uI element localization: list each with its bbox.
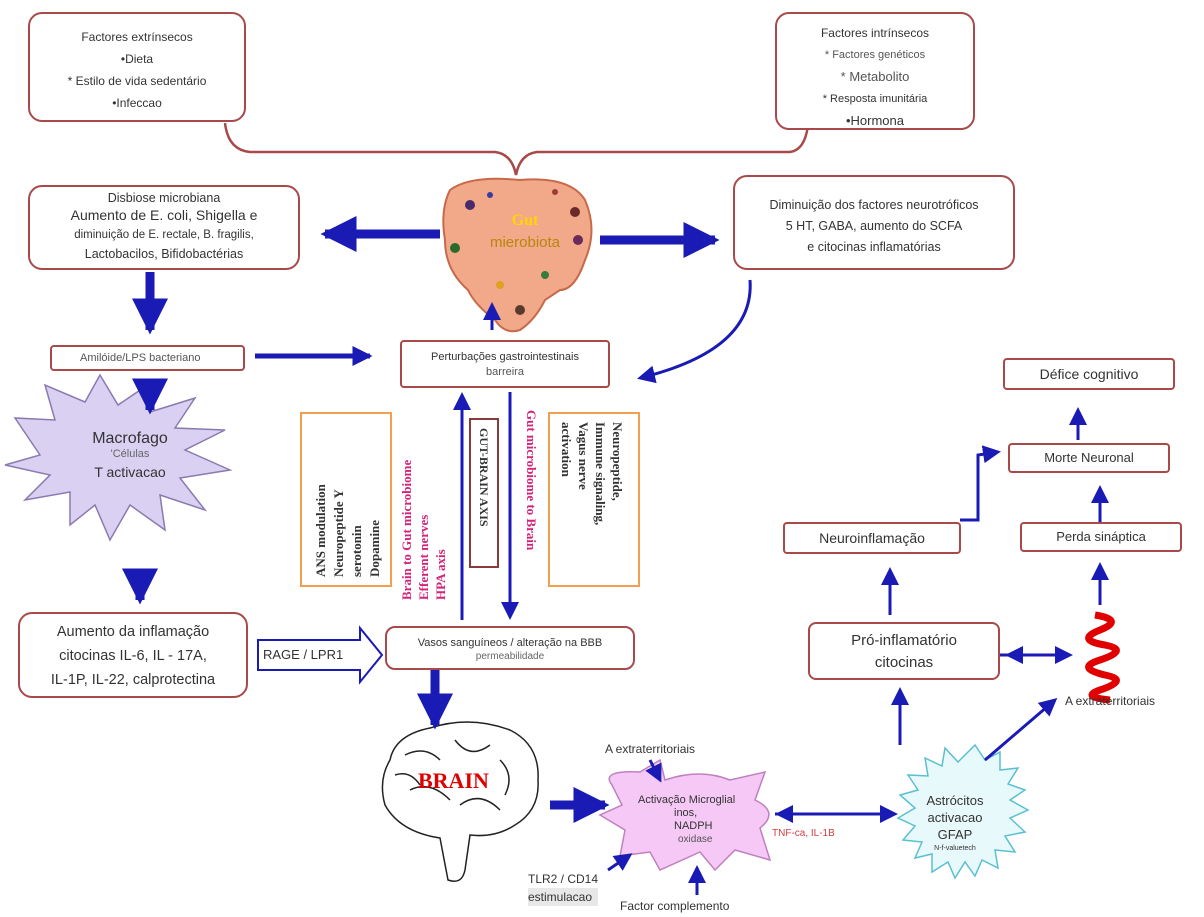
inflammation-box: Aumento da inflamação citocinas IL-6, IL… [18, 612, 248, 698]
dysbiosis-line: Aumento de E. coli, Shigella e [70, 207, 258, 223]
deficit-label: Défice cognitivo [1039, 366, 1139, 382]
astro-line1: Astrócitos [926, 793, 984, 808]
neuro-line: Neuropeptide, [610, 422, 625, 501]
astro-line3: GFAP [937, 827, 973, 842]
macrophage-label: Macrofago 'Células T activacao [60, 430, 200, 480]
brain-to-gut-text: Brain to Gut microbiome Efferent nerves … [398, 400, 449, 600]
factors-bracket [223, 122, 810, 176]
neuroinflammation-box: Neuroinflamação [783, 522, 961, 554]
intrinsic-item: •Hormona [845, 113, 905, 128]
gut-brain-axis-box [469, 418, 499, 568]
gut-brain-axis-label: GUT-BRAIN AXIS [477, 428, 491, 527]
neuro-line: Vagus nerve [576, 422, 591, 490]
b2g-line: Efferent nerves [416, 514, 431, 600]
synaptic-label: Perda sináptica [1056, 529, 1146, 544]
ans-line: ANS modulation [313, 484, 328, 577]
neuronal-death-box: Morte Neuronal [1008, 443, 1170, 473]
b2g-line: HPA axis [433, 549, 448, 600]
brain-image [381, 721, 539, 882]
microglia-line1: Activação Microglial [638, 794, 736, 806]
dysbiosis-line: Lactobacilos, Bifidobactérias [84, 247, 244, 261]
neuroinflam-label: Neuroinflamação [819, 530, 925, 546]
tlr-line2: estimulacao [528, 888, 599, 906]
tnf-label: TNF-ca, IL-1B [772, 828, 835, 839]
synaptic-loss-box: Perda sináptica [1020, 522, 1182, 552]
death-label: Morte Neuronal [1044, 450, 1134, 465]
cognitive-deficit-box: Défice cognitivo [1003, 358, 1175, 390]
proinflammatory-box: Pró-inflamatório citocinas [808, 622, 1000, 680]
complement-label: Factor complemento [620, 899, 730, 913]
macrophage-line2: 'Células [110, 448, 150, 460]
a-extraterritoriais-label: A extraterritoriais [605, 742, 696, 756]
a-extraterritoriais-label-2: A extraterritoriais [1065, 694, 1156, 708]
dysbiosis-line: diminuição de E. rectale, B. fragilis, [74, 229, 254, 241]
astrocyte-burst [896, 743, 1030, 880]
astro-line4: N-f-valuetech [934, 845, 976, 852]
gi-barrier-banner: Perturbações gastrointestinais barreira [400, 340, 610, 388]
synaptic-squiggle [1085, 611, 1120, 704]
neurotrophic-line: 5 HT, GABA, aumento do SCFA [785, 219, 963, 233]
inflammation-line: citocinas IL-6, IL - 17A, [59, 648, 207, 664]
vessels-line2: permeabilidade [475, 651, 545, 662]
gut-microbiota-image [442, 177, 593, 333]
rage-label: RAGE / LPR1 [263, 647, 344, 662]
inflammation-line: IL-1P, IL-22, calprotectina [50, 672, 216, 688]
gi-line1: Perturbações gastrointestinais [431, 351, 579, 363]
neurotrophic-box: Diminuição dos factores neurotróficos 5 … [733, 175, 1015, 270]
microglia-label: Activação Microglial inos, NADPH oxidase [638, 794, 735, 846]
neurotrophic-line: Diminuição dos factores neurotróficos [769, 198, 979, 212]
intrinsic-item: * Factores genéticos [824, 49, 926, 61]
microglia-shape [598, 758, 772, 872]
inflammation-line: Aumento da inflamação [56, 624, 210, 640]
macrophage-burst [4, 373, 233, 542]
microbiota-label: mierobiota [489, 234, 561, 251]
ans-line: Neuropeptide Y [331, 489, 346, 577]
proinflam-line2: citocinas [874, 654, 934, 671]
brain-label: BRAIN [418, 768, 489, 793]
microglia-line2: inos, [674, 807, 698, 819]
gi-line2: barreira [486, 366, 524, 378]
macrophage-line3: T activacao [94, 464, 166, 480]
amyloid-banner: Amilóide/LPS bacteriano [50, 345, 245, 371]
intrinsic-item: * Metabolito [840, 69, 910, 84]
intrinsic-item: * Resposta imunitária [822, 93, 928, 105]
extrinsic-title: Factores extrínsecos [81, 30, 193, 44]
gut-microbiota-label: Gut mierobiota [470, 212, 580, 251]
intrinsic-title: Factores intrínsecos [820, 26, 930, 40]
astrocytes-label: Astrócitos activacao GFAP N-f-valuetech [900, 792, 1010, 855]
extrinsic-factors-box: Factores extrínsecos •Dieta * Estilo de … [28, 12, 246, 122]
intrinsic-factors-box: Factores intrínsecos * Factores genético… [775, 12, 975, 130]
ans-line: serotonin [349, 525, 364, 577]
amyloid-label: Amilóide/LPS bacteriano [80, 352, 201, 364]
ans-line: Dopamine [367, 519, 382, 577]
microglia-line3: NADPH [674, 820, 713, 832]
tlr-line1: TLR2 / CD14 [528, 872, 599, 886]
neuro-line: activation [559, 422, 574, 477]
neurotrophic-line: e citocinas inflamatórias [807, 240, 941, 254]
gut-label: Gut [511, 212, 539, 229]
neuropeptide-box [548, 412, 640, 587]
astro-line2: activacao [927, 810, 983, 825]
dysbiosis-line: Disbiose microbiana [107, 191, 221, 205]
gut-to-brain-label: Gut microbiome to Brain [524, 410, 539, 551]
ans-text: ANS modulation Neuropeptide Y serotonin … [312, 422, 384, 577]
thick-arrows [122, 216, 720, 823]
neuropeptide-text: Neuropeptide, Immune signaling, Vagus ne… [558, 422, 626, 577]
ans-box [300, 412, 392, 587]
vessels-banner: Vasos sanguíneos / alteração na BBB perm… [385, 626, 635, 670]
extrinsic-item: * Estilo de vida sedentário [67, 74, 207, 88]
extrinsic-item: •Dieta [120, 52, 154, 66]
tlr-label: TLR2 / CD14 estimulacao [528, 870, 599, 906]
rage-arrow [257, 625, 384, 685]
microglia-line4: oxidase [678, 834, 713, 845]
macrophage-line1: Macrofago [92, 430, 168, 447]
proinflam-line1: Pró-inflamatório [851, 632, 957, 649]
b2g-line: Brain to Gut microbiome [399, 459, 414, 600]
dysbiosis-box: Disbiose microbiana Aumento de E. coli, … [28, 185, 300, 270]
vessels-line1: Vasos sanguíneos / alteração na BBB [417, 637, 603, 649]
neuro-line: Immune signaling, [593, 422, 608, 526]
extrinsic-item: •Infeccao [112, 96, 162, 110]
